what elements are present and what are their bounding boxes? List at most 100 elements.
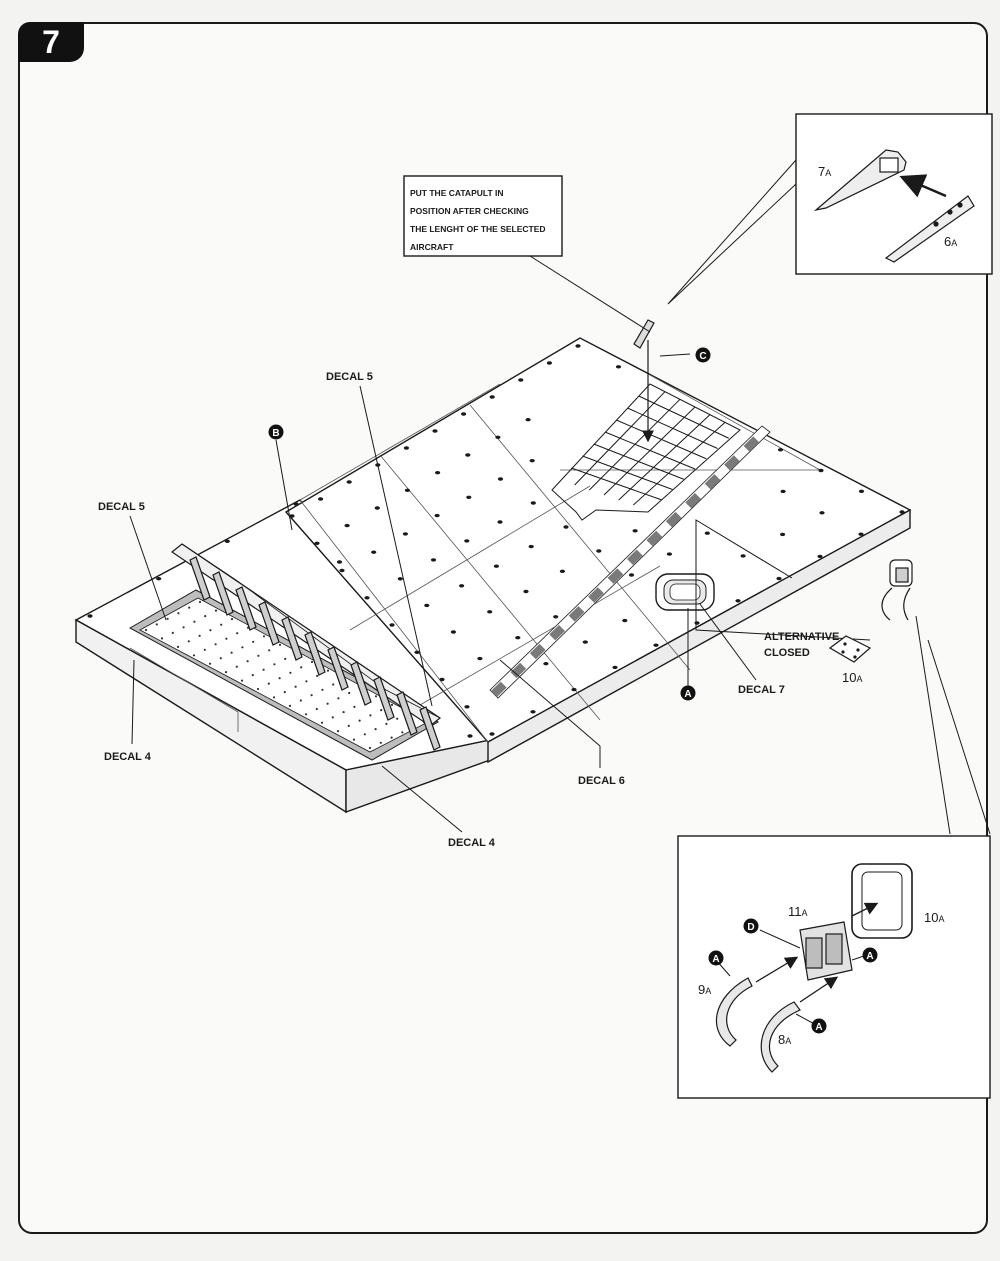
pit-dot [321,688,324,691]
tie-down-dot [666,552,673,556]
centerline-dash [607,568,624,584]
deflector-ribs [189,556,441,751]
pit-dot [268,649,271,652]
inset-catapult-parts [667,113,993,305]
catapult-track [551,383,741,521]
pit-dot [300,666,303,669]
label-alternative: ALTERNATIVE [764,631,839,643]
pit-dot [299,699,302,702]
centerline-dash [685,493,701,509]
pit-dot [262,635,266,638]
tie-down-dot [434,513,440,518]
label-part-9a: 9A [698,982,711,997]
centerline-dash [588,587,604,603]
catapult-note: PUT THE CATAPULT IN POSITION AFTER CHECK… [403,175,651,333]
tie-down-dot [632,529,638,533]
tie-down-dot [571,687,577,692]
centerline-dash [529,643,546,660]
pit-dot [267,682,270,685]
part-9a-bracket [716,977,753,1047]
pit-dot [246,660,249,663]
deflector-rib [281,616,303,661]
tie-down-dot [563,525,569,529]
svg-text:10A: 10A [924,910,944,925]
deflector-rib [350,661,372,706]
centerline-dash [549,625,565,641]
elevator-part-small [881,559,913,621]
deflector-rib [327,646,349,691]
pit-dot [257,654,260,657]
pit-dot [240,679,244,682]
pit-dot [396,717,399,720]
pit-dot [273,663,276,666]
pit-dot [305,680,308,683]
svg-text:A: A [815,1022,822,1033]
pit-dot [374,695,378,698]
label-part-10a-inset: 10A [924,910,944,925]
tie-down-dot [596,549,602,553]
deflector-rib [396,691,418,736]
tie-down-dot [346,480,352,484]
note-line-1: PUT THE CATAPULT IN [410,188,504,198]
tie-down-dot [432,429,438,433]
tie-down-dot [497,520,503,524]
track-grid-line [603,406,696,496]
tie-down-dot [293,502,299,506]
part-10a-closed-cover [828,635,872,663]
tie-down-dot [389,623,395,627]
pit-dot [363,733,366,736]
pit-dot [230,618,234,621]
tie-down-dot [467,734,473,738]
pit-dot [379,741,382,744]
note-line-2: POSITION AFTER CHECKING [410,206,529,216]
centerline-dash [627,549,643,565]
pit-dot [155,623,158,626]
tie-down-dot [575,344,581,348]
pit-dot [251,674,254,677]
tie-down-dot [515,636,521,640]
centerline-dash [491,681,507,697]
pit-dot [176,645,180,649]
tie-down-dot [464,539,470,543]
pit-dot [310,660,314,664]
tie-down-dot [439,677,445,682]
tie-down-dot [450,630,456,634]
pit-dot [326,669,330,672]
pit-dot [283,691,286,694]
centerline-dash [743,436,760,452]
pit-dot [198,600,202,604]
tie-down-dot [224,539,230,543]
pit-dot [214,643,217,646]
tie-down-dot [612,665,618,670]
tie-down-dot [776,576,782,581]
tie-down-dot [314,541,320,545]
label-part-11a: 11A [788,904,808,919]
pit-dot [166,617,169,620]
tie-down-dot [818,468,824,473]
deflector-rib [235,586,257,631]
tie-down-dot [740,554,746,558]
pit-dot [187,640,190,643]
leader-lines [129,353,991,835]
centerline-dash [704,474,721,490]
pit-dot [390,736,393,739]
pit-dot [289,671,292,674]
pit-dot [337,697,340,700]
pit-dot [316,674,319,678]
pit-dot [192,654,196,657]
tie-down-dot [424,603,430,608]
tie-down-dot [553,615,559,619]
svg-text:B: B [272,428,279,439]
tie-down-dot [336,560,343,564]
tie-down-dot [704,531,710,535]
pit-dot [236,632,239,635]
svg-text:9A: 9A [698,982,711,997]
tie-down-dot [622,618,628,623]
pit-dot [304,713,308,716]
pit-dot [294,685,297,688]
track-grid-line [574,391,666,486]
tie-down-dot [497,477,504,481]
tie-down-dot [559,569,566,573]
part-7a-shape [813,149,907,212]
tie-down-dot [780,489,786,494]
